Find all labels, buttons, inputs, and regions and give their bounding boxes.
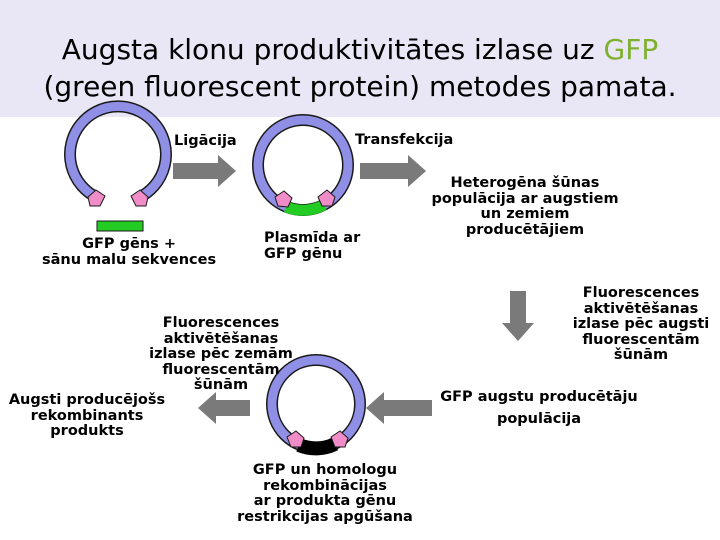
label-low-fluorescence-selection: Fluorescences aktivētēšanas izlase pēc z… bbox=[149, 315, 293, 393]
plasmid-3-recombinant bbox=[266, 354, 366, 456]
gfp-gene-bar-icon bbox=[283, 200, 327, 216]
title-prefix: Augsta klonu produktivitātes izlase uz bbox=[61, 33, 604, 66]
label-ligation: Ligācija bbox=[174, 133, 237, 149]
label-plasmid-with-gfp: Plasmīda ar GFP gēnu bbox=[264, 230, 361, 262]
recombinant-segment-icon bbox=[296, 437, 339, 456]
label-high-producer-population: GFP augstu producētāju populācija bbox=[440, 389, 638, 427]
title-highlight-gfp: GFP bbox=[603, 33, 659, 66]
label-final-product: Augsti producējošs rekombinants produkts bbox=[8, 392, 166, 439]
process-arrow-icon bbox=[502, 291, 534, 341]
process-arrow-icon bbox=[360, 155, 426, 187]
label-transfection: Transfekcija bbox=[355, 132, 454, 148]
plasmid-1-open bbox=[64, 100, 172, 232]
restriction-site-icon bbox=[317, 189, 336, 207]
restriction-site-icon bbox=[87, 189, 106, 207]
process-arrow-icon bbox=[173, 155, 236, 187]
process-arrow-icon bbox=[366, 392, 432, 424]
plasmid-ring-icon bbox=[65, 101, 171, 203]
label-recombination: GFP un homologu rekombinācijas ar produk… bbox=[237, 462, 413, 525]
title-bar bbox=[0, 0, 720, 117]
label-high-fluorescence-selection: Fluorescences aktivētēšanas izlase pēc a… bbox=[572, 285, 710, 363]
label-gfp-gene: GFP gēns + sānu malu sekvences bbox=[42, 236, 217, 268]
label-heterogeneous-population: Heterogēna šūnas populācija ar augstiem … bbox=[431, 175, 619, 238]
restriction-site-icon bbox=[330, 430, 349, 448]
process-arrow-icon bbox=[198, 392, 250, 424]
slide-title-line-1: Augsta klonu produktivitātes izlase uz G… bbox=[0, 33, 720, 67]
slide-title-line-2: (green fluorescent protein) metodes pama… bbox=[43, 70, 677, 103]
plasmid-2-with-gfp bbox=[252, 114, 354, 216]
restriction-site-icon bbox=[274, 190, 293, 208]
restriction-site-icon bbox=[130, 189, 149, 207]
restriction-site-icon bbox=[286, 430, 305, 448]
gfp-gene-bar-icon bbox=[96, 220, 144, 232]
